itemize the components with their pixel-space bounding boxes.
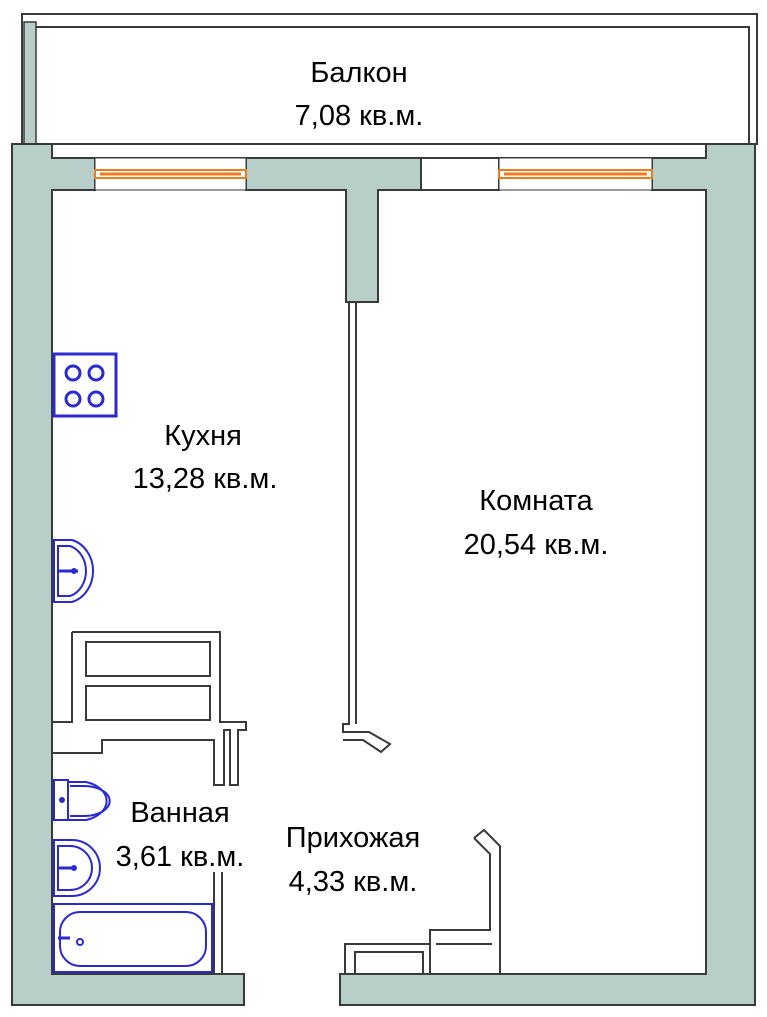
hallway-closet — [344, 828, 501, 975]
room-window — [498, 157, 653, 191]
balcony-floor-edge — [51, 144, 707, 159]
top-wall-middle — [245, 157, 422, 303]
balcony-side-wall — [23, 21, 37, 145]
toilet-icon — [53, 779, 111, 821]
right-wall — [339, 143, 756, 1006]
room-labels: Балкон 7,08 кв.м. Кухня 13,28 кв.м. Комн… — [116, 57, 609, 898]
living-room-name: Комната — [479, 485, 593, 517]
hallway-name: Прихожая — [286, 822, 420, 854]
kitchen-window — [94, 157, 247, 191]
hallway-area: 4,33 кв.м. — [289, 866, 418, 898]
kitchen-name: Кухня — [164, 420, 242, 452]
bathroom-sink-icon — [53, 839, 101, 897]
kitchen-area: 13,28 кв.м. — [133, 463, 278, 495]
top-wall-segment — [420, 157, 500, 191]
balcony-railing — [21, 13, 758, 145]
balcony-area: 7,08 кв.м. — [295, 100, 424, 132]
bathroom-name: Ванная — [130, 797, 229, 829]
living-room-area: 20,54 кв.м. — [464, 529, 609, 561]
partition-wall — [342, 302, 392, 754]
walls — [11, 143, 756, 1006]
bathroom-partition — [52, 631, 247, 974]
left-wall — [11, 143, 245, 1006]
bathroom-area: 3,61 кв.м. — [116, 841, 245, 873]
kitchen-sink-icon — [53, 539, 95, 603]
balcony-name: Балкон — [310, 57, 407, 89]
stove-icon — [52, 352, 118, 418]
windows — [94, 157, 653, 191]
bathtub-icon — [53, 903, 213, 973]
balcony-inner-line — [36, 26, 750, 144]
